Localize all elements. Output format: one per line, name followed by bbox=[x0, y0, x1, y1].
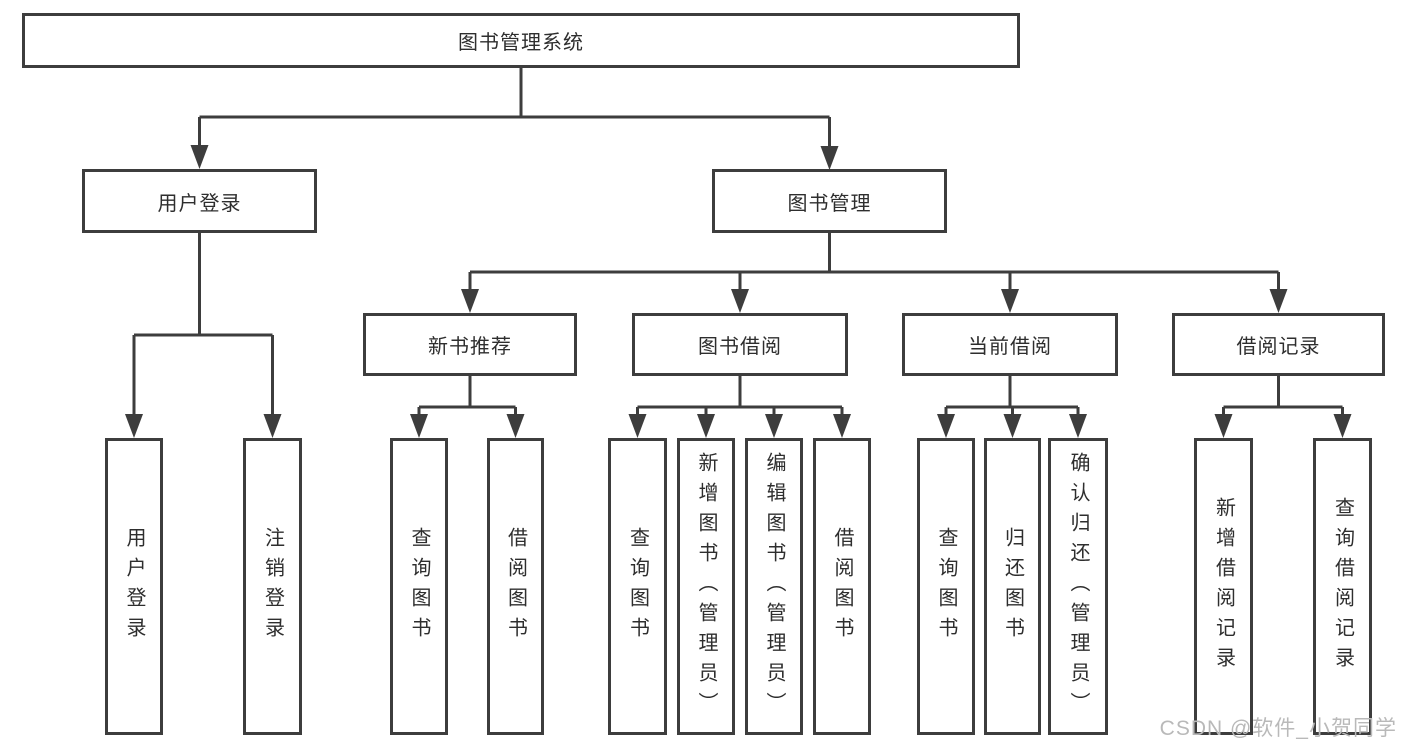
arrowheads bbox=[125, 145, 1352, 438]
node-label: 图书管理 bbox=[787, 192, 872, 215]
node-label: 图书借阅 bbox=[698, 336, 782, 358]
node-book-management: 图书管理 bbox=[712, 169, 947, 233]
node-library-management-system: 图书管理系统 bbox=[22, 13, 1020, 68]
leaf-label: 借阅图书 bbox=[504, 526, 527, 647]
leaf-query-book: 查询图书 bbox=[917, 438, 975, 735]
leaf-label: 用户登录 bbox=[123, 526, 145, 647]
node-label: 借阅记录 bbox=[1236, 336, 1321, 358]
leaf-confirm-return-admin: 确认归还（管理员） bbox=[1048, 438, 1108, 735]
leaf-logout: 注销登录 bbox=[243, 438, 302, 735]
leaf-label: 编辑图书（管理员） bbox=[763, 451, 785, 722]
node-current-borrowing: 当前借阅 bbox=[902, 313, 1118, 376]
leaf-add-borrow-record: 新增借阅记录 bbox=[1194, 438, 1253, 735]
leaf-label: 查询图书 bbox=[408, 526, 430, 647]
leaf-query-book: 查询图书 bbox=[390, 438, 448, 735]
leaf-label: 归还图书 bbox=[1001, 526, 1024, 647]
node-label: 用户登录 bbox=[157, 192, 242, 215]
leaf-label: 新增借阅记录 bbox=[1212, 496, 1235, 677]
leaf-query-borrow-record: 查询借阅记录 bbox=[1313, 438, 1372, 735]
node-new-book-recommendation: 新书推荐 bbox=[363, 313, 577, 376]
node-label: 新书推荐 bbox=[428, 336, 512, 358]
leaf-user-login: 用户登录 bbox=[105, 438, 163, 735]
leaf-label: 确认归还（管理员） bbox=[1067, 451, 1089, 722]
leaf-label: 查询借阅记录 bbox=[1331, 496, 1354, 677]
node-book-borrowing: 图书借阅 bbox=[632, 313, 848, 376]
leaf-return-book: 归还图书 bbox=[984, 438, 1041, 735]
leaf-label: 查询图书 bbox=[935, 526, 957, 647]
leaf-query-book: 查询图书 bbox=[608, 438, 667, 735]
node-label: 当前借阅 bbox=[968, 336, 1052, 358]
csdn-watermark: CSDN @软件_小贺同学 bbox=[1159, 717, 1397, 740]
leaf-edit-book-admin: 编辑图书（管理员） bbox=[745, 438, 803, 735]
leaf-label: 注销登录 bbox=[261, 526, 284, 647]
leaf-add-book-admin: 新增图书（管理员） bbox=[677, 438, 735, 735]
leaf-label: 借阅图书 bbox=[831, 526, 853, 647]
node-user-login: 用户登录 bbox=[82, 169, 317, 233]
node-borrowing-records: 借阅记录 bbox=[1172, 313, 1385, 376]
leaf-borrow-book: 借阅图书 bbox=[487, 438, 544, 735]
leaf-borrow-book: 借阅图书 bbox=[813, 438, 871, 735]
node-label: 图书管理系统 bbox=[458, 32, 584, 54]
leaf-label: 查询图书 bbox=[626, 526, 649, 647]
leaf-label: 新增图书（管理员） bbox=[695, 451, 717, 722]
